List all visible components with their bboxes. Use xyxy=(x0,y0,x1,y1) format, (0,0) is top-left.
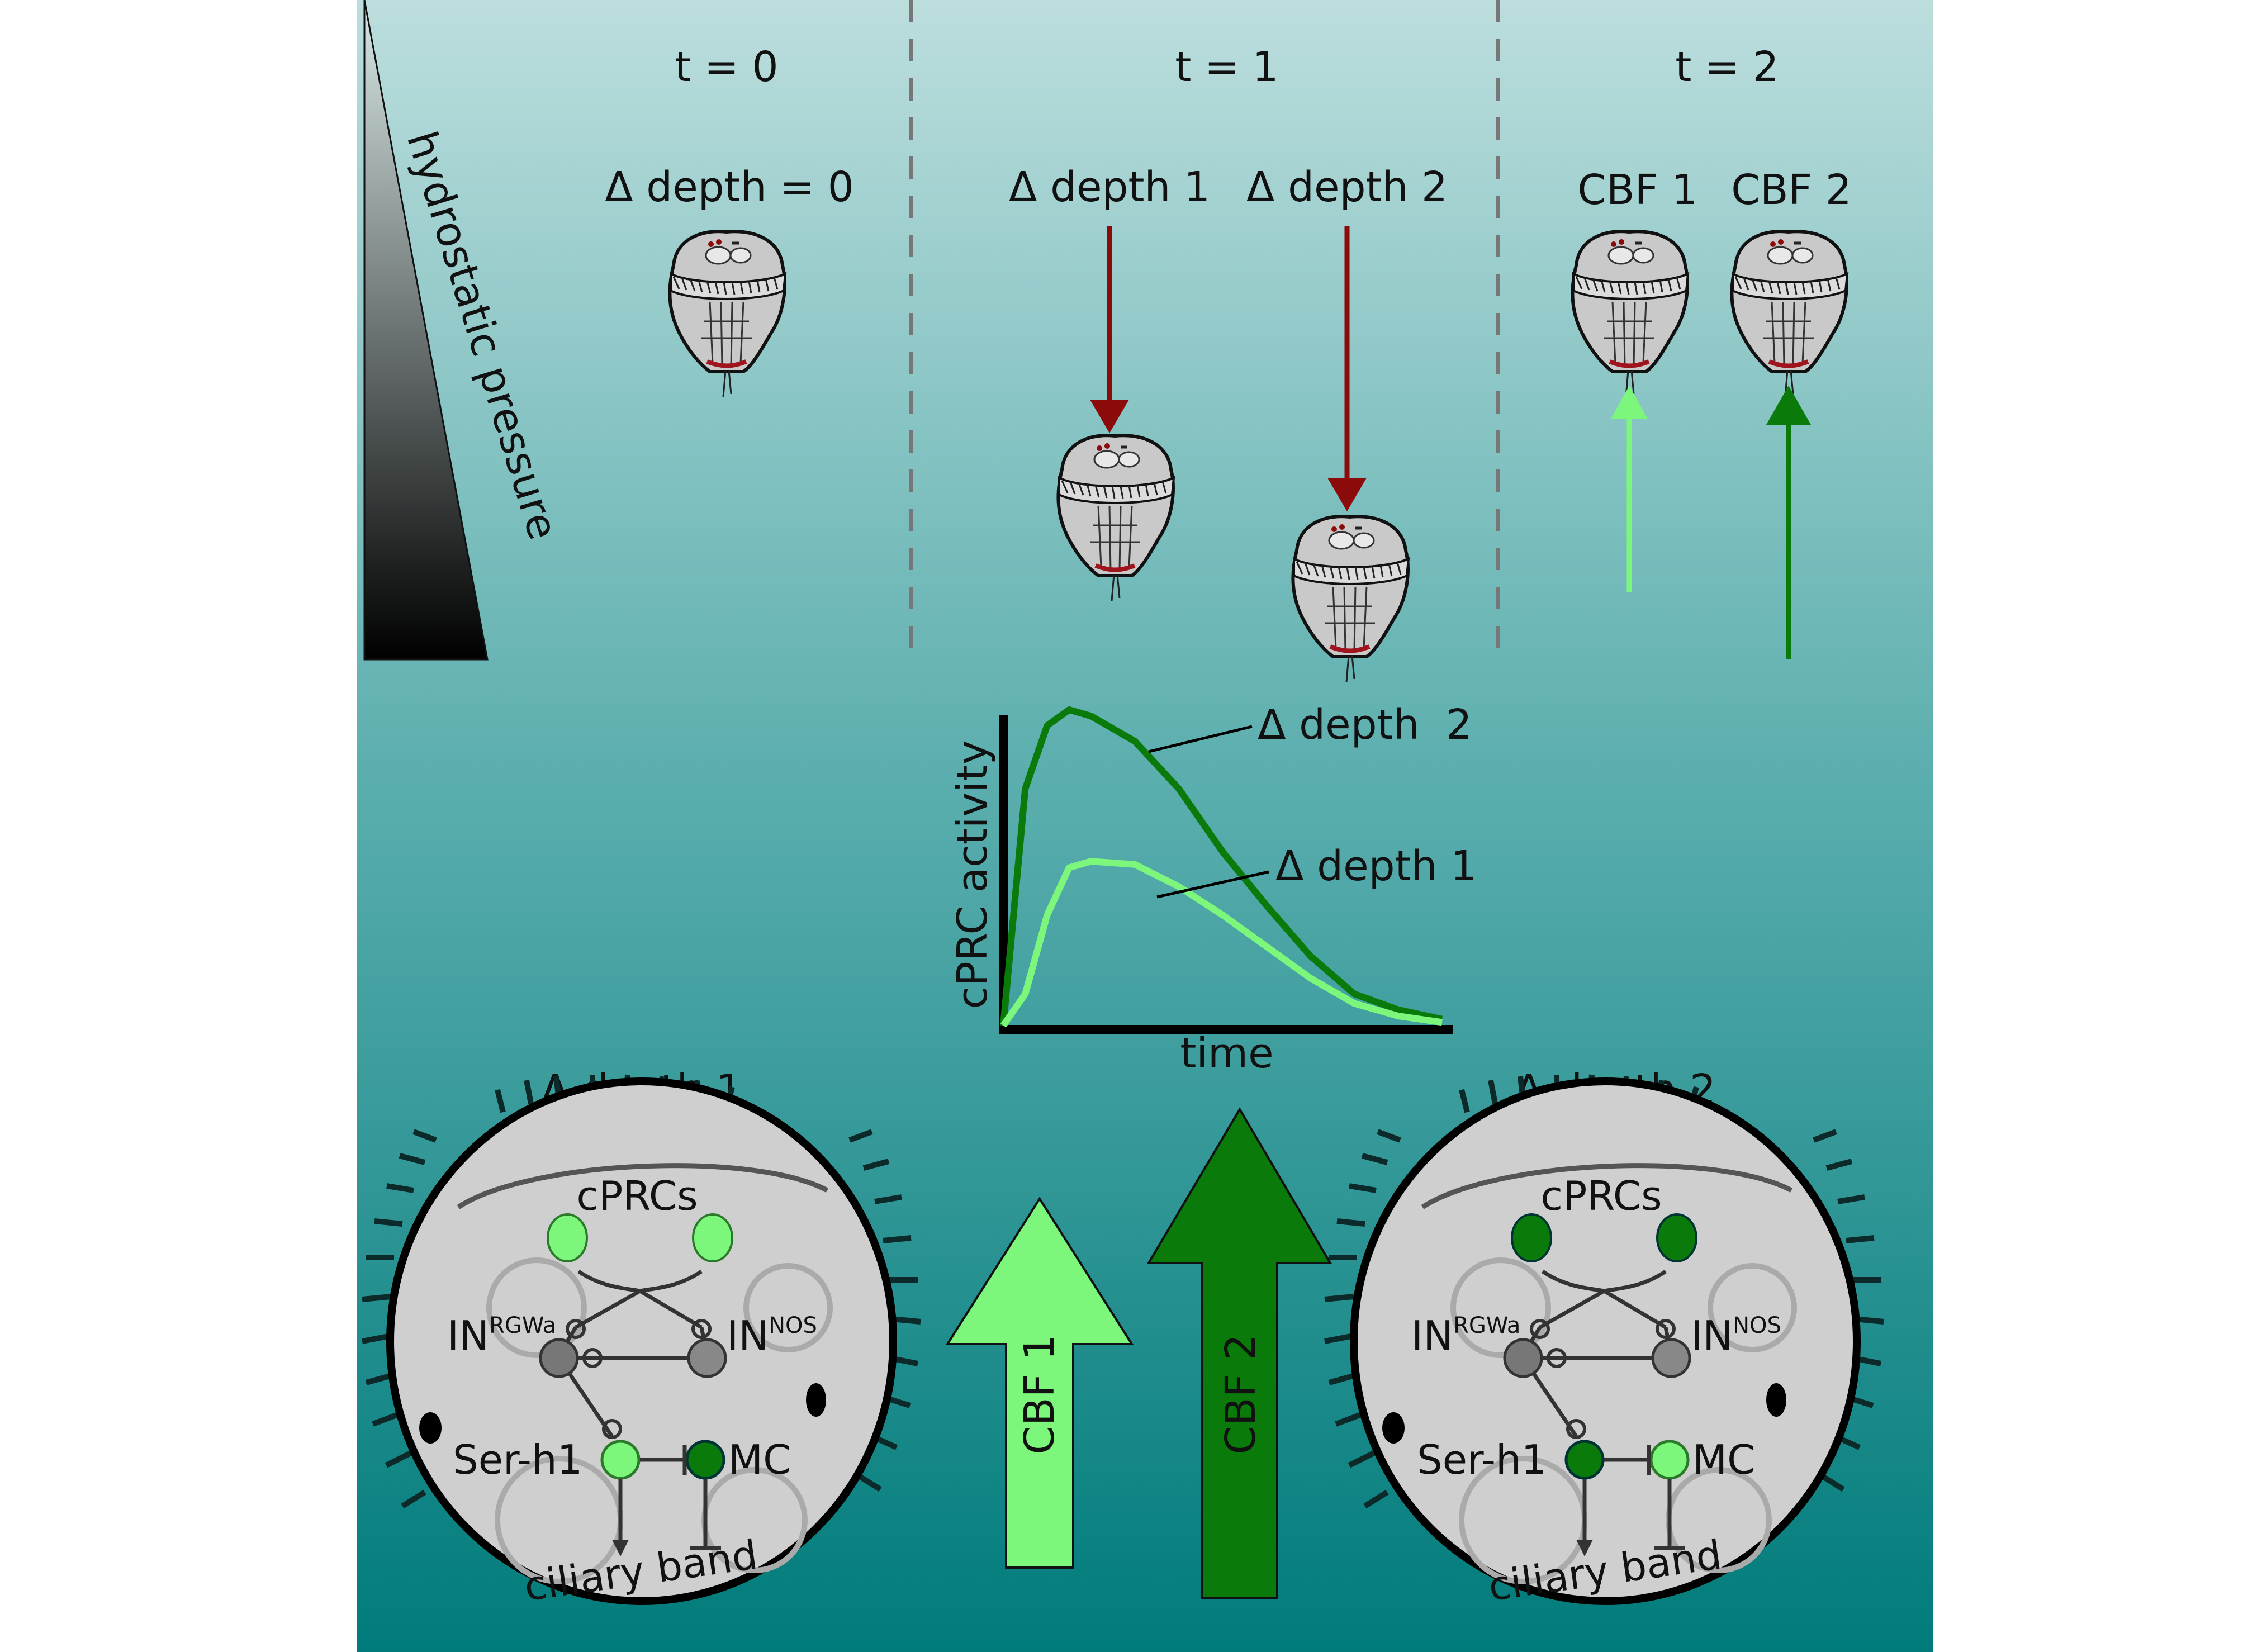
chart-ylabel: cPRC activity xyxy=(949,740,997,1009)
time-label-2: t = 2 xyxy=(1675,43,1779,91)
left-synapse-b xyxy=(691,1319,712,1339)
right-synapse-d xyxy=(1566,1419,1586,1439)
sink-arrow-1-head xyxy=(1090,400,1129,433)
activity-chart: cPRC activity time Δ depth 2 Δ depth 1 xyxy=(949,701,1477,1077)
left-in-nos-label: INNOS xyxy=(727,1312,817,1359)
neuro-panel-right: Δ depth 2 cPRCs INRGWa INNOS Ser-h1 MC c… xyxy=(1324,1066,1884,1610)
cbf-one-label-top: CBF 1 xyxy=(1577,166,1698,214)
left-cprc-b xyxy=(692,1213,733,1262)
right-synapse-c xyxy=(1547,1348,1567,1368)
depth-one-label-top: Δ depth 1 xyxy=(1009,163,1210,211)
cbf2-big-label: CBF 2 xyxy=(1217,1334,1265,1455)
left-eyespot-left xyxy=(419,1412,442,1444)
pressure-triangle xyxy=(363,0,489,661)
series-2-leader xyxy=(1148,725,1253,753)
left-cprcs-label: cPRCs xyxy=(576,1172,698,1219)
left-serh1-out-head xyxy=(612,1540,629,1556)
right-eyespot-right xyxy=(1766,1383,1786,1417)
left-synapse-d xyxy=(602,1419,622,1439)
left-mc-cell xyxy=(685,1440,725,1480)
right-in-nos-label: INNOS xyxy=(1691,1312,1781,1359)
left-organ-1 xyxy=(486,1257,587,1358)
right-mc-label: MC xyxy=(1692,1436,1755,1483)
right-mc-cell xyxy=(1649,1440,1690,1480)
left-in-nos-cell xyxy=(687,1338,727,1378)
right-synapse-b xyxy=(1656,1319,1676,1339)
series-1-leader xyxy=(1156,870,1269,899)
left-mc-label: MC xyxy=(728,1436,791,1483)
right-serh1-label: Ser-h1 xyxy=(1417,1436,1547,1483)
cbf1-big-label: CBF 1 xyxy=(1016,1334,1064,1455)
right-in-nos-cell xyxy=(1651,1338,1691,1378)
left-synapse-a xyxy=(566,1319,586,1339)
left-in-rgwa-cell xyxy=(539,1338,579,1378)
rise-arrow-1-head xyxy=(1611,386,1648,419)
chart-xlabel: time xyxy=(1180,1029,1273,1077)
cbf2-big-arrow xyxy=(1146,1107,1332,1599)
right-head-band xyxy=(1421,1163,1793,1209)
series-1-label: Δ depth 1 xyxy=(1275,842,1477,890)
left-eyespot-right xyxy=(806,1383,826,1417)
depth-two-label-top: Δ depth 2 xyxy=(1246,163,1448,211)
left-serh1-cell xyxy=(600,1440,641,1480)
chart-series-1-line xyxy=(1000,706,1443,1026)
right-organ-2 xyxy=(1708,1263,1797,1352)
time-label-0: t = 0 xyxy=(675,43,778,91)
depth-zero-label: Δ depth = 0 xyxy=(605,163,854,211)
right-serh1-out-head xyxy=(1576,1540,1593,1556)
rise-arrow-2-head xyxy=(1766,386,1811,425)
left-cprc-a xyxy=(547,1213,588,1262)
left-head-band xyxy=(457,1163,829,1209)
chart-series-2-line xyxy=(1000,858,1443,1028)
right-serh1-cell xyxy=(1564,1440,1605,1480)
left-serh1-label: Ser-h1 xyxy=(453,1436,582,1483)
right-synapse-a xyxy=(1530,1319,1550,1339)
left-synapse-c xyxy=(582,1348,603,1368)
time-label-1: t = 1 xyxy=(1175,43,1278,91)
right-eyespot-left xyxy=(1382,1412,1405,1444)
cbf1-big-arrow xyxy=(945,1197,1134,1569)
right-cprc-b xyxy=(1656,1213,1697,1262)
sink-arrow-2-head xyxy=(1327,478,1367,511)
left-organ-2 xyxy=(743,1263,833,1352)
series-2-label: Δ depth 2 xyxy=(1258,701,1472,749)
right-in-rgwa-cell xyxy=(1503,1338,1543,1378)
right-cprc-a xyxy=(1511,1213,1552,1262)
cbf-two-label-top: CBF 2 xyxy=(1731,166,1852,214)
right-cprcs-label: cPRCs xyxy=(1540,1172,1662,1219)
right-organ-1 xyxy=(1450,1257,1551,1358)
left-in-rgwa-label: INRGWa xyxy=(447,1312,556,1359)
neuro-panel-left: Δ depth 1 cPRCs INRGWa INNOS Ser-h1 MC c… xyxy=(362,1066,921,1610)
right-in-rgwa-label: INRGWa xyxy=(1411,1312,1520,1359)
